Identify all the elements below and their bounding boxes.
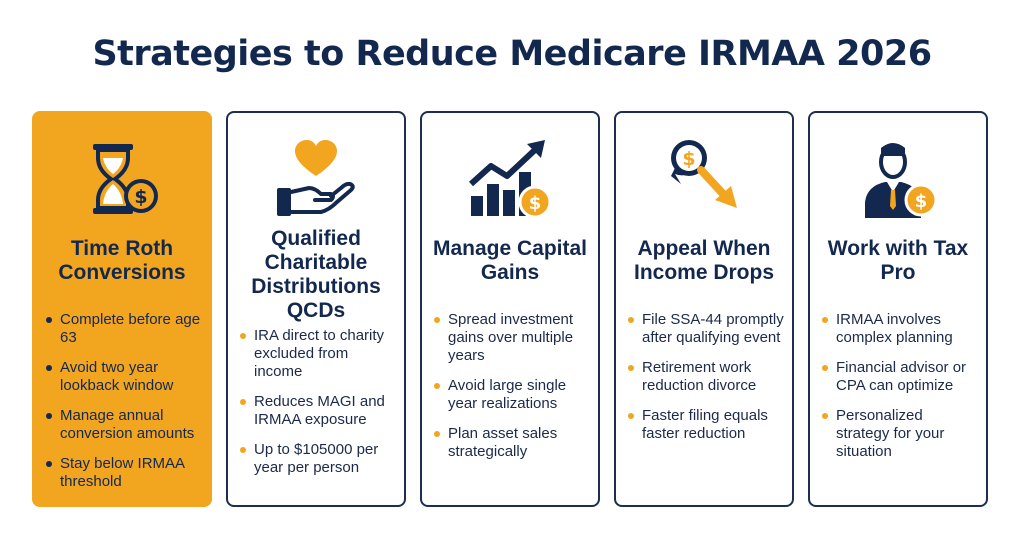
card-title: Qualified Charitable Distributions QCDs [251, 227, 381, 322]
heart-hand-icon [228, 129, 404, 229]
list-item: Manage annual conversion amounts [44, 407, 204, 443]
list-item: Faster filing equals faster reduction [626, 407, 786, 443]
list-item: Plan asset sales strategically [432, 425, 592, 461]
card-title: Appeal When Income Drops [633, 237, 775, 284]
list-item: IRA direct to charity excluded from inco… [238, 327, 398, 381]
svg-text:$: $ [915, 191, 928, 212]
list-item: Retirement work reduction divorce [626, 359, 786, 395]
card-title: Work with Tax Pro [827, 237, 969, 284]
list-item: Up to $105000 per year per person [238, 441, 398, 477]
list-item: Avoid two year lookback window [44, 359, 204, 395]
page-title: Strategies to Reduce Medicare IRMAA 2026 [92, 34, 932, 74]
bullet-list: IRMAA involves complex planning Financia… [820, 311, 980, 473]
list-item: Spread investment gains over multiple ye… [432, 311, 592, 365]
growth-chart-dollar-icon: $ [422, 129, 598, 229]
strategy-cards: $ Time Roth Conversions Complete before … [32, 111, 994, 507]
svg-text:$: $ [529, 193, 542, 214]
bullet-list: File SSA-44 promptly after qualifying ev… [626, 311, 786, 455]
bullet-list: IRA direct to charity excluded from inco… [238, 327, 398, 489]
svg-text:$: $ [682, 148, 695, 170]
list-item: Stay below IRMAA threshold [44, 455, 204, 491]
list-item: Reduces MAGI and IRMAA exposure [238, 393, 398, 429]
list-item: IRMAA involves complex planning [820, 311, 980, 347]
list-item: File SSA-44 promptly after qualifying ev… [626, 311, 786, 347]
card-roth-conversions: $ Time Roth Conversions Complete before … [32, 111, 212, 507]
list-item: Personalized strategy for your situation [820, 407, 980, 461]
bullet-list: Spread investment gains over multiple ye… [432, 311, 592, 473]
list-item: Complete before age 63 [44, 311, 204, 347]
card-qcds: Qualified Charitable Distributions QCDs … [226, 111, 406, 507]
card-tax-pro: $ Work with Tax Pro IRMAA involves compl… [808, 111, 988, 507]
card-appeal: $ Appeal When Income Drops File SSA-44 p… [614, 111, 794, 507]
dollar-down-arrow-icon: $ [616, 129, 792, 229]
hourglass-dollar-icon: $ [34, 129, 210, 229]
advisor-dollar-icon: $ [810, 129, 986, 229]
bullet-list: Complete before age 63 Avoid two year lo… [44, 311, 204, 503]
card-title: Manage Capital Gains [432, 237, 588, 284]
card-title: Time Roth Conversions [58, 237, 186, 284]
card-capital-gains: $ Manage Capital Gains Spread investment… [420, 111, 600, 507]
svg-text:$: $ [134, 186, 147, 208]
list-item: Financial advisor or CPA can optimize [820, 359, 980, 395]
list-item: Avoid large single year realizations [432, 377, 592, 413]
